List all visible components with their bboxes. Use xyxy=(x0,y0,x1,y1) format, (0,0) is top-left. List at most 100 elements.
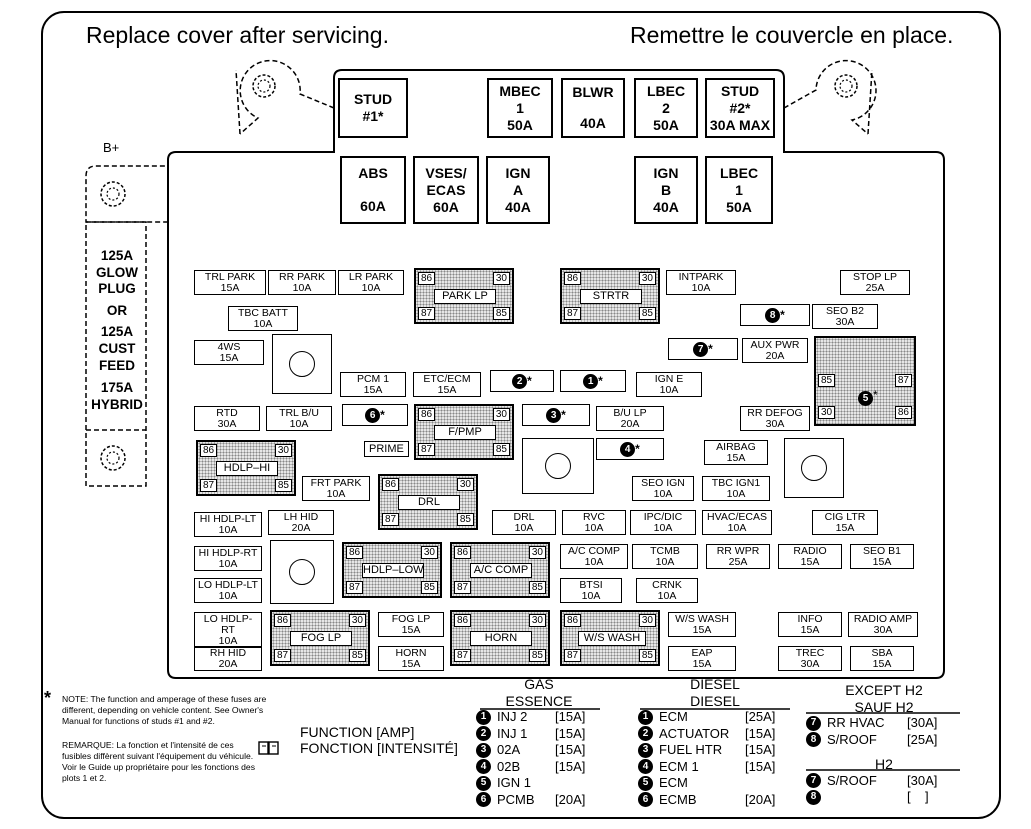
number-badge: 8 xyxy=(765,307,781,323)
relay-label: FOG LP xyxy=(290,631,352,646)
fuse-name: RADIO xyxy=(793,545,827,557)
relay-label: DRL xyxy=(398,495,460,510)
socket-circle xyxy=(289,351,315,377)
label: BLWR xyxy=(572,84,614,100)
legend-amp: [30A] xyxy=(907,715,938,730)
number-badge: 6 xyxy=(638,792,653,808)
function-label-en: FUNCTION [AMP] xyxy=(300,724,415,740)
asterisk: * xyxy=(780,308,785,322)
fuse-name: STOP LP xyxy=(853,271,897,283)
number-badge: 6 xyxy=(476,792,491,808)
fuse-amp: 10A xyxy=(195,591,261,603)
fuse-amp: 15A xyxy=(813,523,877,535)
pin-87: 87 xyxy=(418,307,436,320)
pin-87: 87 xyxy=(564,307,582,320)
pin-30: 30 xyxy=(528,614,546,627)
header-left: Replace cover after servicing. xyxy=(86,22,389,48)
relay-label: STRTR xyxy=(580,289,642,304)
legend-row: 8[ ] xyxy=(806,789,962,806)
number-badge: 7 xyxy=(806,773,821,789)
pin-85: 85 xyxy=(348,649,366,662)
pin-87: 87 xyxy=(454,581,472,594)
pin-85: 85 xyxy=(274,479,292,492)
label: ABS xyxy=(358,165,388,181)
fuse-amp: 15A xyxy=(851,557,913,569)
fuse-slot-2: 2* xyxy=(490,370,554,392)
number-badge: 2 xyxy=(638,726,653,742)
label: 1 xyxy=(516,99,524,116)
fuse-name: SEO B1 xyxy=(863,545,901,557)
number-badge: 7 xyxy=(693,341,709,357)
pin-86: 86 xyxy=(454,546,472,559)
legend-title: H2 xyxy=(875,756,893,772)
fuse-name: B/U LP xyxy=(613,407,647,419)
header-right: Remettre le couvercle en place. xyxy=(630,22,954,48)
legend-title: DIESEL xyxy=(690,692,740,709)
fuse-name: RR PARK xyxy=(279,271,325,283)
fuse-amp: 10A xyxy=(631,523,695,535)
label: LBEC xyxy=(646,82,686,99)
pin-30: 30 xyxy=(456,478,474,491)
stud-2-box: STUD#2*30A MAX xyxy=(705,78,775,138)
asterisk: * xyxy=(708,342,713,356)
fuse-amp: 10A xyxy=(637,385,701,397)
pin-87: 87 xyxy=(346,581,364,594)
fuse-name: TREC xyxy=(795,647,825,659)
fuse-name: EAP xyxy=(691,647,713,659)
pin-86: 86 xyxy=(382,478,400,491)
fuse-name: TRL B/U xyxy=(279,407,319,419)
fuse-name: LO HDLP-RT xyxy=(203,613,253,636)
fuse-amp: 15A xyxy=(195,353,263,365)
side-text: 125A xyxy=(100,324,134,340)
legend-name: ECM xyxy=(659,709,688,724)
number-badge: 1 xyxy=(476,709,491,725)
legend-title: ESSENCE xyxy=(505,692,573,709)
legend-amp: [25A] xyxy=(745,709,776,724)
fuse-amp: 15A xyxy=(779,625,841,637)
side-text: FEED xyxy=(98,357,135,373)
label: 40A xyxy=(580,115,606,131)
fuse-name: LO HDLP-LT xyxy=(198,579,258,591)
relay-label: W/S WASH xyxy=(578,631,646,646)
legend-amp: [15A] xyxy=(745,758,776,774)
number-badge: 3 xyxy=(546,407,562,423)
fuse-name: INFO xyxy=(797,613,823,625)
pin-85: 85 xyxy=(528,581,546,594)
legend-name: 02B xyxy=(497,758,521,774)
side-text: PLUG xyxy=(98,281,136,297)
fuse-name: TBC BATT xyxy=(238,307,288,319)
legend-amp: [30A] xyxy=(907,772,938,788)
fuse-amp: 10A xyxy=(195,636,261,648)
fuse-amp: 15A xyxy=(669,625,735,637)
note-english: NOTE: The function and amperage of these… xyxy=(62,694,267,726)
legend-amp: [15A] xyxy=(555,725,586,741)
asterisk: * xyxy=(598,374,603,388)
pin-86: 86 xyxy=(564,614,582,627)
pin-87: 87 xyxy=(454,649,472,662)
relay-5-badge: 5* xyxy=(858,388,878,406)
legend-name: S/ROOF xyxy=(827,731,877,747)
